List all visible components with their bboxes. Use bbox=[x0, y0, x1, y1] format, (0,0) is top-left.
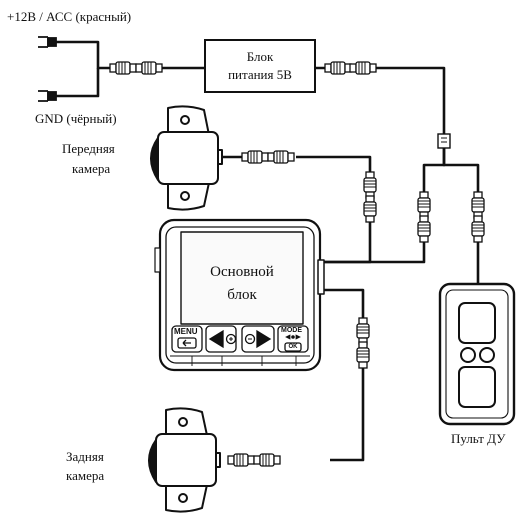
menu-button bbox=[171, 325, 203, 353]
left-minus-button bbox=[205, 325, 237, 353]
connector-front-main-a bbox=[363, 171, 377, 199]
remote-control-icon bbox=[438, 282, 516, 426]
fork-terminal-icon bbox=[38, 90, 57, 102]
connector-front-a bbox=[241, 150, 269, 164]
connector-power-out-a bbox=[324, 61, 352, 75]
connector-front-b bbox=[267, 150, 295, 164]
connector-power-in-b bbox=[135, 61, 163, 75]
cable-ground bbox=[56, 68, 100, 98]
power-block bbox=[204, 39, 316, 93]
label-main-unit-line1: Основной bbox=[210, 264, 274, 280]
connector-rear-main-b bbox=[356, 341, 370, 369]
menu-button-label: MENU bbox=[174, 327, 198, 336]
connector-remote-a bbox=[471, 191, 485, 219]
connector-main-power-b bbox=[417, 215, 431, 243]
label-power-block-line1: Блок bbox=[246, 49, 274, 64]
label-main-unit-line2: блок bbox=[227, 287, 257, 303]
splitter-junction bbox=[437, 133, 451, 149]
connector-main-power-a bbox=[417, 191, 431, 219]
label-rear-camera-line2: камера bbox=[66, 468, 105, 483]
label-ground: GND (чёрный) bbox=[35, 111, 117, 126]
label-power-block-line2: питания 5В bbox=[228, 67, 292, 82]
cable-block-to-junction bbox=[315, 66, 446, 134]
connector-rear-main-a bbox=[356, 317, 370, 345]
mode-button-label: MODE bbox=[281, 327, 302, 334]
label-remote: Пульт ДУ bbox=[451, 431, 506, 446]
cable-junction-to-remote bbox=[442, 148, 480, 284]
right-plus-button bbox=[241, 325, 275, 353]
main-screen bbox=[180, 231, 304, 325]
connector-power-out-b bbox=[349, 61, 377, 75]
side-port bbox=[317, 259, 325, 295]
label-front-camera-line1: Передняя bbox=[62, 141, 115, 156]
label-rear-camera-line1: Задняя bbox=[66, 449, 104, 464]
connector-rear-b bbox=[253, 453, 281, 467]
rear-camera-icon bbox=[148, 407, 221, 513]
fork-terminal-icon bbox=[38, 36, 57, 48]
connector-front-main-b bbox=[363, 195, 377, 223]
connector-power-in-a bbox=[109, 61, 137, 75]
connector-rear-a bbox=[227, 453, 255, 467]
label-front-camera-line2: камера bbox=[72, 161, 111, 176]
connectors bbox=[109, 61, 485, 467]
mode-ok-button bbox=[277, 325, 309, 353]
label-power-plus: +12В / АСС (красный) bbox=[7, 9, 132, 24]
connector-remote-b bbox=[471, 215, 485, 243]
front-camera-icon bbox=[150, 105, 223, 211]
ok-button-label: OK bbox=[288, 344, 298, 350]
cable-power-plus bbox=[56, 40, 110, 70]
